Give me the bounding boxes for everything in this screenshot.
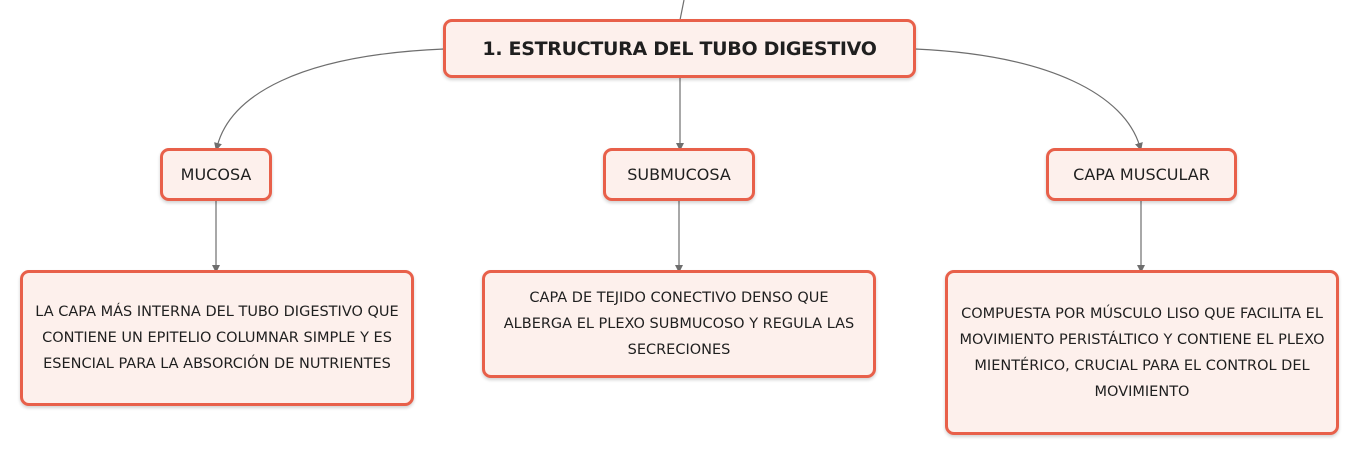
topic-submucosa-label: SUBMUCOSA <box>627 165 731 184</box>
connector-root-to-mucosa <box>214 48 445 151</box>
topic-mucosa-label: MUCOSA <box>180 165 252 184</box>
topic-capa-muscular[interactable]: CAPA MUSCULAR <box>1046 148 1237 201</box>
description-submucosa-text: CAPA DE TEJIDO CONECTIVO DENSO QUE ALBER… <box>503 290 855 358</box>
description-mucosa-text: LA CAPA MÁS INTERNA DEL TUBO DIGESTIVO Q… <box>35 304 399 372</box>
description-mucosa[interactable]: LA CAPA MÁS INTERNA DEL TUBO DIGESTIVO Q… <box>20 270 414 406</box>
topic-submucosa[interactable]: SUBMUCOSA <box>603 148 755 201</box>
description-capa-muscular[interactable]: COMPUESTA POR MÚSCULO LISO QUE FACILITA … <box>945 270 1339 435</box>
description-capa-muscular-text: COMPUESTA POR MÚSCULO LISO QUE FACILITA … <box>959 305 1325 400</box>
topic-capa-muscular-label: CAPA MUSCULAR <box>1073 165 1210 184</box>
topic-mucosa[interactable]: MUCOSA <box>160 148 272 201</box>
connector-parent-to-root <box>679 0 685 21</box>
description-submucosa[interactable]: CAPA DE TEJIDO CONECTIVO DENSO QUE ALBER… <box>482 270 876 378</box>
root-topic[interactable]: 1. ESTRUCTURA DEL TUBO DIGESTIVO <box>443 19 916 78</box>
connector-root-to-capa-muscular <box>914 48 1143 151</box>
root-topic-label: 1. ESTRUCTURA DEL TUBO DIGESTIVO <box>482 37 877 60</box>
